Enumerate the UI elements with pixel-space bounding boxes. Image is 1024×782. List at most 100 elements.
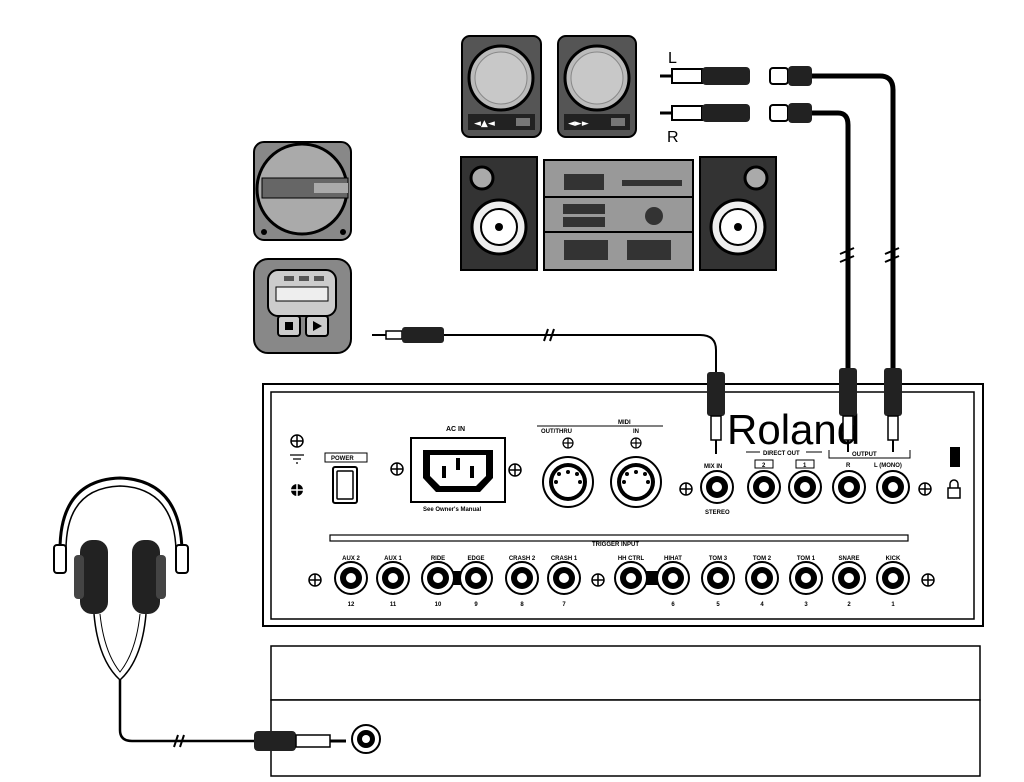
svg-text:◄▲◄: ◄▲◄ xyxy=(474,119,495,129)
ac-in-socket[interactable] xyxy=(410,437,506,503)
trigger-jack-name: KICK xyxy=(886,556,901,562)
direct-out-2-jack[interactable] xyxy=(747,470,781,504)
trigger-jack-number: 4 xyxy=(760,602,764,608)
trigger-jack-edge[interactable]: EDGE 9 xyxy=(459,556,493,608)
ground-screw xyxy=(290,434,304,496)
trigger-jack-name: RIDE xyxy=(431,556,445,562)
output-l-plug xyxy=(884,368,902,452)
panel-screw xyxy=(390,462,404,476)
mix-in-jack[interactable] xyxy=(700,470,734,504)
trigger-jack-ride[interactable]: RIDE 10 xyxy=(421,556,455,608)
power-label: POWER xyxy=(331,456,354,462)
trigger-jack-tom-3[interactable]: TOM 3 5 xyxy=(701,556,735,608)
plug-cable-right xyxy=(660,103,851,375)
monitor-speaker-right: ◄►► xyxy=(557,35,637,138)
trigger-jack-number: 10 xyxy=(435,602,442,608)
trigger-jack-name: HIHAT xyxy=(664,556,682,562)
monitor-speaker-left: ◄▲◄ xyxy=(461,35,542,138)
trigger-jack-name: AUX 2 xyxy=(342,556,360,562)
stereo-speaker-right xyxy=(699,156,777,271)
output-r-jack[interactable] xyxy=(832,470,866,504)
stereo-speaker-left xyxy=(460,156,538,271)
trigger-input-label: TRIGGER INPUT xyxy=(592,542,639,548)
trigger-jack-name: TOM 1 xyxy=(797,556,816,562)
power-switch[interactable]: POWER xyxy=(324,452,368,504)
midi-label: MIDI xyxy=(618,420,631,426)
trigger-jack-name: CRASH 2 xyxy=(509,556,536,562)
trigger-jack-name: TOM 2 xyxy=(753,556,772,562)
trigger-jack-number: 3 xyxy=(804,602,808,608)
trigger-jack-name: SNARE xyxy=(838,556,859,562)
trigger-jack-number: 12 xyxy=(348,602,355,608)
trigger-jack-name: TOM 3 xyxy=(709,556,728,562)
ac-note-label: See Owner's Manual xyxy=(423,507,481,513)
output-label: OUTPUT xyxy=(852,452,877,458)
headphone-jack[interactable] xyxy=(351,724,381,754)
direct-out-2-label: 2 xyxy=(762,463,766,469)
lower-unit xyxy=(270,645,981,777)
cd-player-device xyxy=(253,258,352,354)
cable-break-mark xyxy=(884,247,900,263)
trigger-jack-number: 6 xyxy=(671,602,675,608)
trigger-jack-aux-1[interactable]: AUX 1 11 xyxy=(376,556,410,608)
midi-in-jack[interactable] xyxy=(610,437,662,508)
trigger-jack-snare[interactable]: SNARE 2 xyxy=(832,556,866,608)
turntable-device xyxy=(253,141,352,241)
svg-text:◄►►: ◄►► xyxy=(568,119,589,129)
mix-in-cable xyxy=(372,327,717,375)
label-left-channel: L xyxy=(668,50,677,67)
midi-in-label: IN xyxy=(633,429,639,435)
panel-screw xyxy=(591,573,605,587)
label-right-channel: R xyxy=(667,129,679,146)
trigger-jack-crash-2[interactable]: CRASH 2 8 xyxy=(505,556,539,608)
panel-screw xyxy=(308,573,322,587)
trigger-jack-number: 5 xyxy=(716,602,720,608)
trigger-jack-number: 1 xyxy=(891,602,895,608)
output-l-label: L (MONO) xyxy=(874,463,902,469)
panel-screw xyxy=(921,573,935,587)
direct-out-1-label: 1 xyxy=(803,463,807,469)
trigger-jack-hihat[interactable]: HIHAT 6 xyxy=(656,556,690,608)
output-r-label: R xyxy=(846,463,851,469)
trigger-jack-name: CRASH 1 xyxy=(551,556,578,562)
lock-icon xyxy=(947,479,961,499)
plug-cable-left xyxy=(660,66,896,375)
trigger-jack-tom-2[interactable]: TOM 2 4 xyxy=(745,556,779,608)
output-l-jack[interactable] xyxy=(876,470,910,504)
trigger-jack-tom-1[interactable]: TOM 1 3 xyxy=(789,556,823,608)
trigger-jack-number: 9 xyxy=(474,602,478,608)
mix-in-sub-label: STEREO xyxy=(705,510,730,516)
trigger-jack-number: 8 xyxy=(520,602,524,608)
panel-screw xyxy=(679,482,693,496)
headphones-icon xyxy=(53,476,189,682)
trigger-jack-number: 11 xyxy=(390,602,397,608)
trigger-jack-name: EDGE xyxy=(467,556,484,562)
midi-out-label: OUT/THRU xyxy=(541,429,572,435)
brand-logo: Roland xyxy=(727,406,860,453)
midi-out-jack[interactable] xyxy=(542,437,594,508)
mix-in-label: MIX IN xyxy=(704,464,722,470)
output-bracket xyxy=(828,450,911,459)
trigger-jack-number: 7 xyxy=(562,602,566,608)
output-r-plug xyxy=(839,368,857,452)
stereo-receiver xyxy=(543,159,694,271)
trigger-jack-number: 2 xyxy=(847,602,851,608)
trigger-jack-crash-1[interactable]: CRASH 1 7 xyxy=(547,556,581,608)
panel-screw xyxy=(508,463,522,477)
cable-break-mark xyxy=(839,247,855,263)
security-slot xyxy=(950,447,960,467)
direct-out-1-jack[interactable] xyxy=(788,470,822,504)
trigger-jack-name: HH CTRL xyxy=(618,556,645,562)
trigger-jack-hh-ctrl[interactable]: HH CTRL xyxy=(614,556,648,595)
trigger-jack-kick[interactable]: KICK 1 xyxy=(876,556,910,608)
direct-out-label: DIRECT OUT xyxy=(763,451,800,457)
ac-in-label: AC IN xyxy=(446,426,465,433)
panel-screw xyxy=(918,482,932,496)
headphone-cable xyxy=(118,680,346,751)
trigger-jack-name: AUX 1 xyxy=(384,556,402,562)
mix-in-plug xyxy=(707,372,725,454)
trigger-jack-aux-2[interactable]: AUX 2 12 xyxy=(334,556,368,608)
